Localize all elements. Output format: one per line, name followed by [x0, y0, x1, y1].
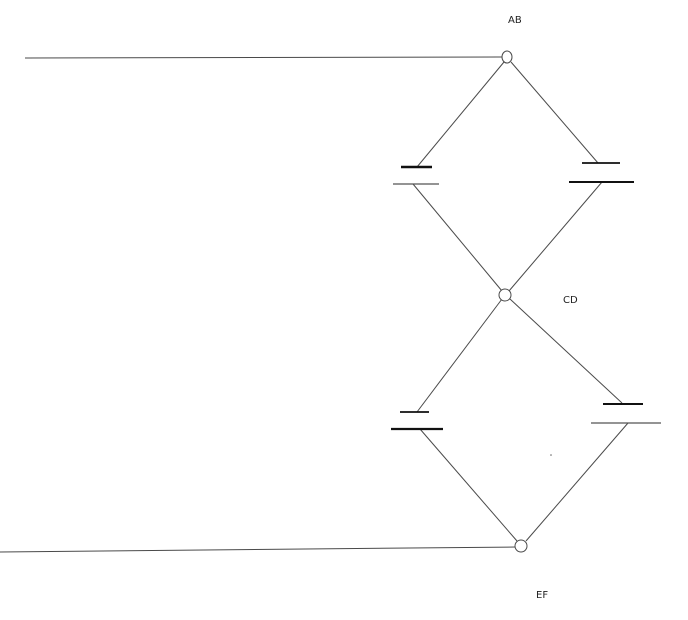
node-ef [514, 539, 528, 553]
wire-cap-upper-right-to-cd [508, 181, 603, 292]
label-ab: AB [508, 15, 522, 26]
label-cd: CD [563, 295, 578, 306]
lead-wire-bottom [0, 546, 517, 553]
wire-ab-to-cap-upper-left [416, 61, 505, 168]
node-ab [501, 50, 513, 64]
capacitor-upper-left [393, 165, 439, 185]
wire-cap-lower-left-to-ef [419, 428, 518, 542]
wire-cd-to-cap-lower-right [509, 298, 623, 404]
capacitor-upper-right [569, 162, 634, 183]
node-cd [498, 288, 512, 302]
stray-dot [550, 454, 552, 456]
wire-cd-to-cap-lower-left [416, 298, 503, 413]
lead-wire-top [24, 56, 503, 59]
wire-cap-lower-right-to-ef [525, 422, 629, 542]
wire-ab-to-cap-upper-right [510, 61, 599, 164]
label-ef: EF [536, 590, 548, 601]
capacitor-lower-right [591, 403, 661, 424]
capacitor-lower-left [391, 411, 443, 431]
wire-cap-upper-left-to-cd [412, 183, 503, 292]
